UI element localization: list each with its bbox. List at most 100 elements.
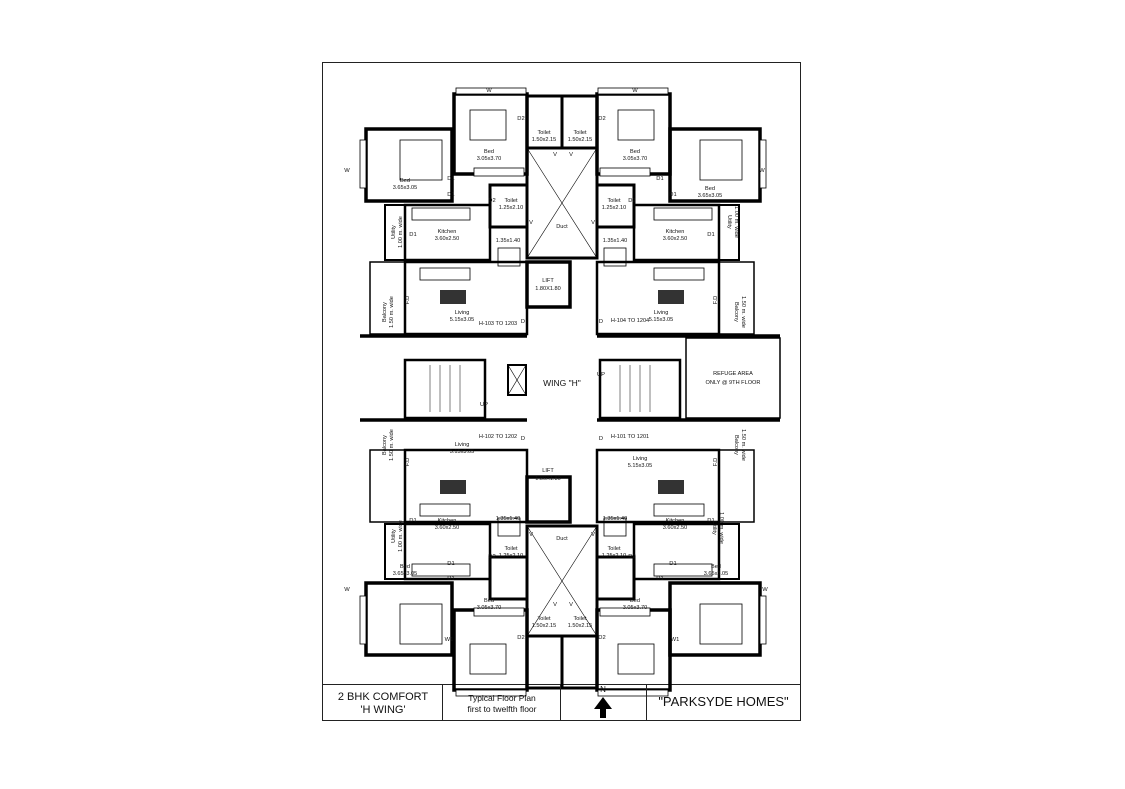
refuge-label-line2: ONLY @ 9TH FLOOR: [706, 380, 761, 386]
lift-size: 1.80X1.80: [535, 286, 561, 292]
toilet-size: 1.50x2.15: [532, 137, 557, 143]
kitchen-size: 3.60x2.50: [663, 525, 688, 531]
bed-size: 3.05x3.70: [477, 605, 502, 611]
kitchen-counter: [653, 207, 713, 221]
door-tag: D1: [447, 576, 454, 582]
window-tag: W: [344, 168, 350, 174]
window-tag: W1: [671, 637, 680, 643]
lift-label: LIFT: [542, 468, 554, 474]
bed-room-outline: [452, 92, 529, 176]
unit-label-tr: H-104 TO 1204: [611, 318, 649, 324]
vent-tag: V: [569, 602, 573, 608]
door-tag: D1: [707, 518, 714, 524]
door-tag: D1: [707, 232, 714, 238]
duct-cross: [526, 147, 598, 259]
dining-size: 1.35x1.40: [603, 238, 628, 244]
bed-label: Bed: [711, 564, 721, 570]
toilet-label: Toilet: [573, 130, 587, 136]
plan-title-line1: Typical Floor Plan: [468, 693, 536, 703]
lift-label: LIFT: [542, 278, 554, 284]
door-tag: D1: [409, 232, 416, 238]
wing-label: WING "H": [543, 378, 581, 388]
lift-shaft: [525, 260, 572, 309]
sofa: [653, 267, 705, 281]
door-tag: D1: [669, 561, 676, 567]
bed-size: 3.65x3.05: [393, 571, 418, 577]
dining-table: [497, 247, 521, 267]
unit-label-br: H-101 TO 1201: [611, 434, 649, 440]
bed-size: 3.05x3.70: [623, 605, 648, 611]
central-corridor: [360, 334, 781, 422]
bed-furniture: [399, 139, 443, 181]
utility-width: 1.00 m. wide: [733, 206, 739, 238]
duct-label: Duct: [556, 224, 568, 230]
title-block-project: 2 BHK COMFORT 'H WING': [323, 691, 443, 717]
rug: [440, 290, 466, 304]
staircase: [598, 358, 682, 420]
utility-label: Utility: [711, 521, 717, 535]
bed-size: 3.05x3.70: [477, 156, 502, 162]
window: [359, 139, 367, 189]
unit-label-tl: H-103 TO 1203: [479, 321, 517, 327]
window-tag: W: [486, 88, 492, 94]
bed-label: Bed: [484, 149, 494, 155]
stair-up-tag: UP: [597, 372, 605, 378]
toilet-label: Toilet: [504, 546, 518, 552]
door-tag: D2: [598, 635, 605, 641]
door-tag: D2: [488, 554, 495, 560]
vent-tag: V: [553, 602, 557, 608]
balcony-label: Balcony: [382, 302, 388, 322]
utility-outline: [718, 204, 740, 261]
stair-up-tag: UP: [480, 402, 488, 408]
kitchen-label: Kitchen: [666, 518, 685, 524]
fd-tag: F.D: [713, 296, 719, 305]
living-size: 5.15x3.05: [649, 317, 674, 323]
balcony-width: 1.50 m. wide: [389, 296, 395, 328]
lift-size: 1.80X1.80: [535, 476, 561, 482]
utility-width: 1.00 m. wide: [398, 520, 404, 552]
toilet-size: 1.25x2.10: [499, 553, 524, 559]
project-title-line2: 'H WING': [360, 704, 406, 716]
vent-tag: V: [591, 220, 595, 226]
door-tag: D: [599, 436, 603, 442]
door-tag: D: [521, 319, 525, 325]
bed-label: Bed: [705, 186, 715, 192]
north-arrow-icon: [594, 697, 612, 718]
sheet-border: [322, 62, 801, 721]
window-tag: W: [344, 587, 350, 593]
door-tag: D1: [656, 176, 663, 182]
upper-half: [359, 87, 767, 336]
kitchen-counter: [411, 207, 471, 221]
unit-label-bl: H-102 TO 1202: [479, 434, 517, 440]
toilet-size: 1.25x2.10: [499, 205, 524, 211]
kitchen-label: Kitchen: [438, 229, 457, 235]
door-tag: D1: [447, 561, 454, 567]
toilet-size: 1.25x2.10: [602, 553, 627, 559]
balcony-label: Balcony: [382, 435, 388, 455]
plan-title-line2: first to twelfth floor: [467, 704, 537, 714]
fd-tag: F.D: [405, 296, 411, 305]
window-tag: W: [759, 168, 765, 174]
toilet-label: Toilet: [607, 546, 621, 552]
balcony-label: Balcony: [733, 302, 739, 322]
balcony-width: 1.50 m. wide: [389, 429, 395, 461]
door-tag: D2: [517, 116, 524, 122]
living-label: Living: [455, 442, 470, 448]
bed-label: Bed: [630, 598, 640, 604]
kitchen-size: 3.60x2.50: [435, 236, 460, 242]
window-tag: W1: [445, 637, 454, 643]
bed-label: Bed: [484, 598, 494, 604]
bed-size: 3.65x3.05: [704, 571, 729, 577]
rug: [658, 290, 684, 304]
toilet-label: Toilet: [504, 198, 518, 204]
sofa: [419, 267, 471, 281]
window: [759, 139, 767, 189]
utility-label: Utility: [391, 529, 397, 543]
vent-tag: V: [569, 152, 573, 158]
toilet-size: 1.25x2.10: [602, 205, 627, 211]
toilet-label: Toilet: [537, 616, 551, 622]
staircase: [403, 358, 487, 420]
fd-tag: F.D: [405, 458, 411, 467]
balcony-width: 1.50 m. wide: [740, 429, 746, 461]
